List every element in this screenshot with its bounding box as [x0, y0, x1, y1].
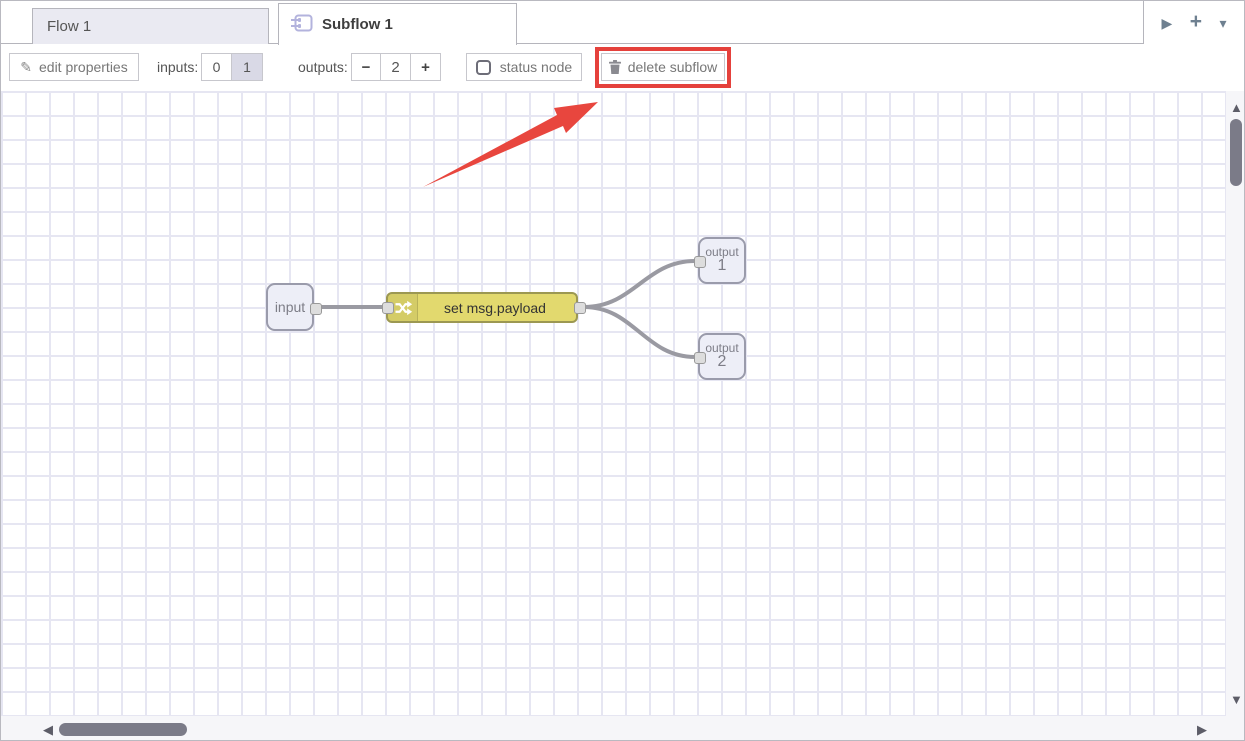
scroll-right-icon[interactable]: ▶	[1197, 722, 1207, 737]
add-tab-icon[interactable]: +	[1189, 10, 1202, 33]
inputs-toggle-group: 0 1	[201, 53, 263, 81]
flow-canvas[interactable]: input set msg.payload output 1 output	[1, 91, 1226, 716]
wire-change-to-output2	[582, 305, 697, 359]
tab-menu-icon[interactable]: ▾	[1219, 14, 1227, 31]
subflow-icon	[291, 14, 313, 36]
tab-bar-controls: ▶ + ▾	[1143, 1, 1244, 44]
horizontal-scroll-thumb[interactable]	[59, 723, 187, 736]
delete-subflow-button[interactable]: delete subflow	[601, 53, 725, 81]
node-label: output	[705, 340, 739, 355]
scroll-left-icon[interactable]: ◀	[43, 722, 53, 737]
wire-change-to-output1	[582, 259, 697, 309]
status-node-button[interactable]: status node	[466, 53, 582, 81]
node-label: output	[705, 244, 739, 259]
scroll-up-icon[interactable]: ▲	[1230, 100, 1243, 115]
tab-flow-1[interactable]: Flow 1	[32, 8, 269, 44]
outputs-decrease-button[interactable]: −	[351, 53, 381, 81]
inputs-option-0[interactable]: 0	[201, 53, 232, 81]
tab-label: Subflow 1	[322, 16, 393, 33]
node-number: 2	[717, 353, 727, 371]
edit-properties-label: edit properties	[39, 59, 128, 75]
input-port[interactable]	[694, 256, 706, 268]
vertical-scrollbar[interactable]: ▲ ▼	[1226, 91, 1244, 716]
input-port[interactable]	[694, 352, 706, 364]
horizontal-scrollbar[interactable]: ◀ ▶	[1, 716, 1226, 740]
output-port[interactable]	[574, 302, 586, 314]
status-node-checkbox[interactable]	[475, 59, 491, 75]
outputs-increase-button[interactable]: +	[411, 53, 441, 81]
scroll-down-icon[interactable]: ▼	[1230, 692, 1243, 707]
subflow-output-node-2[interactable]: output 2	[694, 333, 746, 380]
outputs-value: 2	[381, 53, 411, 81]
inputs-label: inputs:	[157, 59, 199, 75]
subflow-toolbar: ✎ edit properties inputs: 0 1 outputs: −…	[1, 45, 1244, 91]
next-tab-icon[interactable]: ▶	[1161, 14, 1173, 31]
input-port[interactable]	[382, 302, 394, 314]
node-number: 1	[717, 257, 727, 275]
change-node[interactable]: set msg.payload	[382, 292, 586, 323]
scrollbar-corner	[1226, 716, 1244, 740]
tab-label: Flow 1	[47, 18, 92, 35]
node-label: input	[274, 299, 306, 315]
outputs-spinner: − 2 +	[351, 53, 441, 81]
status-node-label: status node	[499, 59, 573, 75]
vertical-scroll-thumb[interactable]	[1230, 119, 1242, 186]
subflow-input-node[interactable]: input	[266, 283, 322, 331]
inputs-option-1[interactable]: 1	[232, 53, 263, 81]
workspace-tab-bar: Flow 1 Subflow 1 ▶ + ▾	[1, 1, 1244, 45]
edit-properties-button[interactable]: ✎ edit properties	[9, 53, 139, 81]
node-label: set msg.payload	[444, 299, 546, 316]
delete-subflow-label: delete subflow	[627, 59, 718, 75]
wire-layer	[318, 102, 697, 359]
output-port[interactable]	[310, 303, 322, 315]
pencil-icon: ✎	[20, 58, 32, 75]
annotation-arrow	[423, 102, 598, 187]
tab-subflow-1[interactable]: Subflow 1	[278, 3, 517, 45]
subflow-output-node-1[interactable]: output 1	[694, 237, 746, 284]
outputs-label: outputs:	[298, 59, 348, 75]
trash-icon	[608, 60, 621, 74]
